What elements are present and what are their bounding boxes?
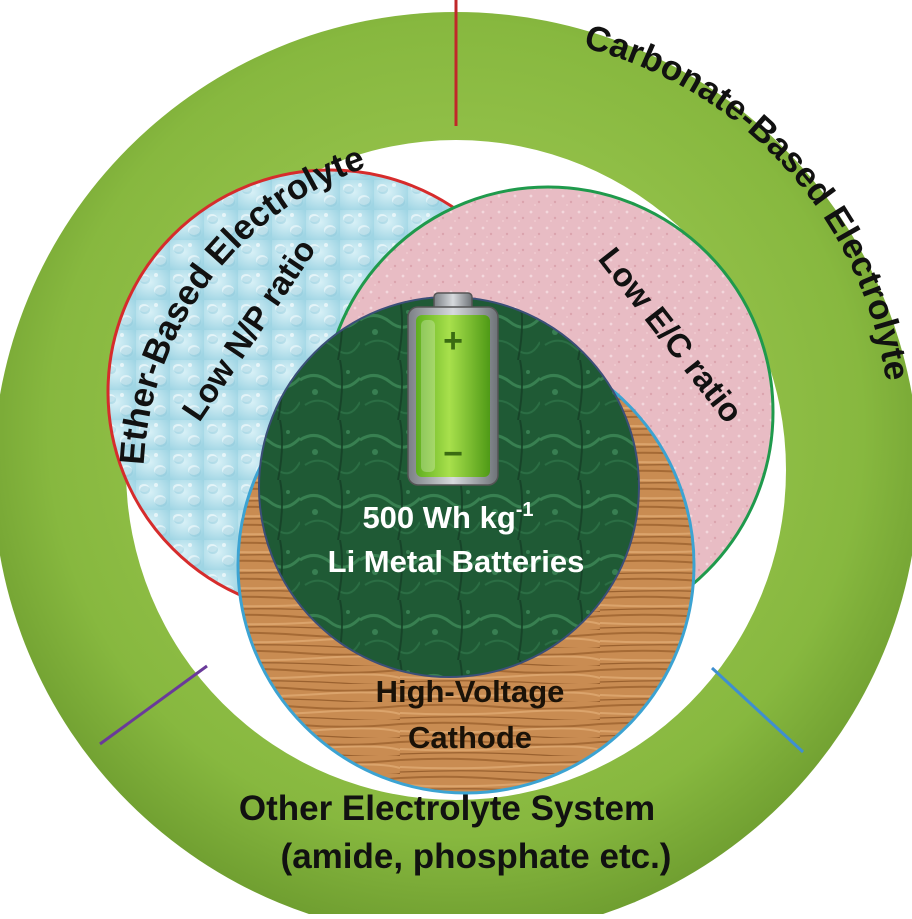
cathode-label-line2: Cathode [408,720,532,755]
li-metal-batteries-label: Li Metal Batteries [328,544,585,579]
divider-right [710,666,805,754]
divider-left [99,664,208,746]
energy-exponent: -1 [516,499,534,521]
battery-icon: + − [407,292,499,486]
cathode-label-line1: High-Voltage [376,674,565,709]
other-electrolyte-line1: Other Electrolyte System [239,789,655,828]
battery-plus: + [443,322,463,360]
energy-density-label: 500 Wh kg-1 [362,499,533,535]
battery-minus: − [443,435,463,473]
energy-value: 500 Wh kg [362,500,515,535]
other-electrolyte-line2: (amide, phosphate etc.) [281,837,672,876]
